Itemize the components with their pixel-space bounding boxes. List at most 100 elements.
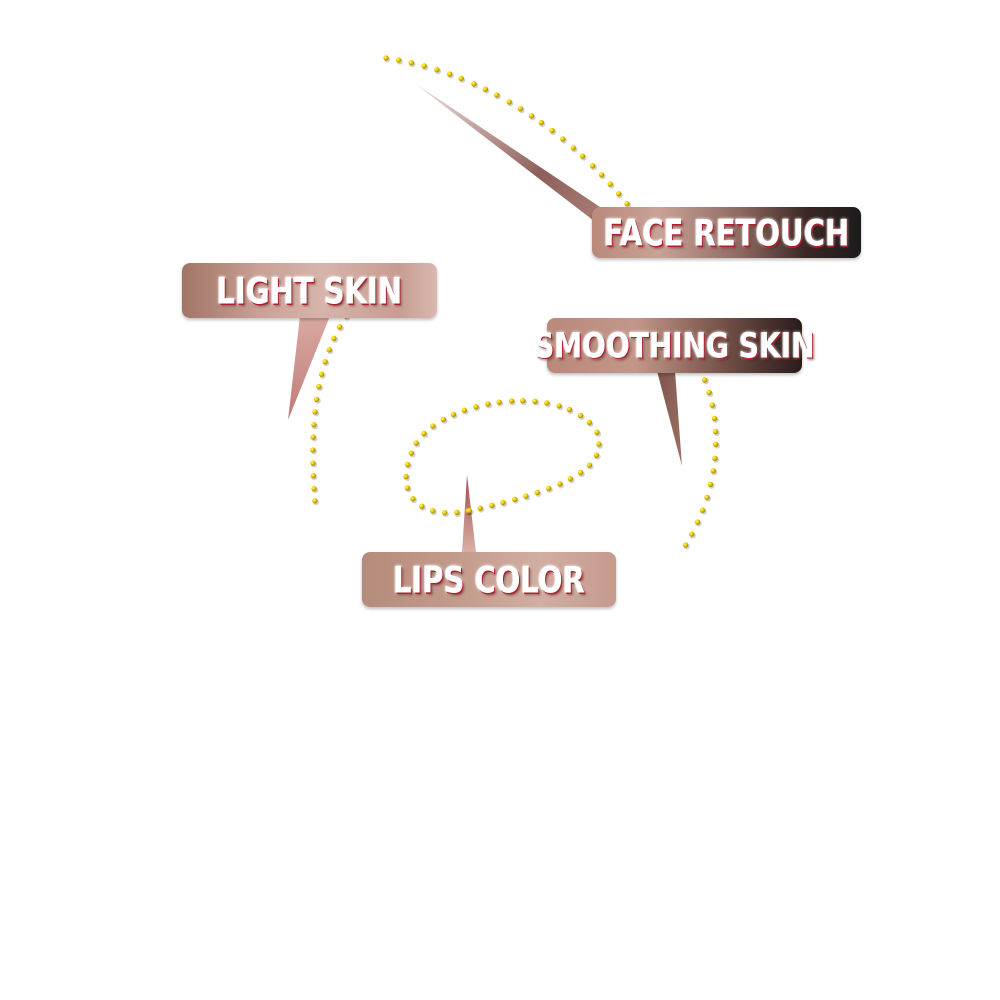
contour-dot — [534, 489, 540, 496]
contour-dot — [312, 409, 318, 415]
contour-dot — [557, 481, 563, 487]
face-retouch-pointer — [413, 82, 640, 224]
contour-dot — [326, 347, 332, 353]
contour-dot — [699, 507, 706, 513]
contour-dot — [471, 81, 477, 87]
contour-dot — [594, 429, 600, 436]
contour-dot — [311, 422, 317, 428]
light-skin-badge: LIGHT SKIN — [182, 263, 437, 318]
contour-dot — [477, 505, 483, 511]
lips-contour-dotted-path — [403, 398, 604, 518]
lips-color-pointer — [462, 475, 476, 553]
contour-dot — [310, 460, 316, 466]
smoothing-skin-label: SMOOTHING SKIN — [534, 324, 815, 367]
contour-dot — [570, 145, 577, 151]
contour-dot — [556, 403, 562, 409]
contour-dot — [450, 411, 457, 418]
contour-dot — [336, 324, 343, 330]
face-retouch-badge: FACE RETOUCH — [592, 207, 861, 258]
contour-dot — [500, 499, 506, 506]
contour-dot — [313, 396, 320, 403]
contour-dot — [383, 55, 389, 61]
contour-dot — [579, 153, 586, 159]
smoothing-skin-badge: SMOOTHING SKIN — [534, 318, 815, 373]
contour-dot — [310, 447, 316, 453]
contour-dot — [311, 485, 317, 492]
contour-dot — [434, 67, 440, 73]
contour-dot — [421, 63, 427, 69]
contour-dot — [520, 398, 526, 404]
contour-dot — [461, 407, 468, 413]
contour-dot — [544, 400, 550, 406]
contour-dot — [496, 399, 502, 405]
face-contour-dotted-path — [383, 55, 632, 209]
jaw-contour-dotted-path — [682, 365, 720, 550]
contour-dot — [454, 509, 460, 516]
contour-dot — [316, 383, 322, 390]
contour-dot — [567, 476, 574, 482]
contour-dot — [440, 416, 447, 423]
contour-dot — [577, 412, 584, 419]
contour-dot — [489, 502, 495, 509]
contour-dot — [404, 461, 411, 468]
contour-dot — [466, 507, 473, 514]
contour-dot — [624, 201, 630, 207]
contour-dot — [430, 508, 436, 514]
contour-dot — [593, 452, 600, 458]
contour-dot — [615, 191, 622, 197]
contour-dot — [694, 519, 701, 525]
contour-dot — [441, 509, 448, 516]
contour-dot — [446, 71, 453, 77]
contour-dot — [430, 423, 436, 429]
smoothing-skin-pointer — [657, 371, 682, 466]
contour-dot — [395, 57, 402, 63]
contour-dot — [532, 398, 538, 404]
contour-dot — [710, 468, 716, 474]
contour-dot — [528, 113, 535, 119]
contour-dot — [598, 172, 605, 178]
light-skin-pointer — [288, 316, 330, 420]
contour-dot — [566, 406, 573, 413]
contour-dot — [706, 389, 712, 396]
lips-color-badge: LIPS COLOR — [362, 552, 616, 607]
contour-dot — [545, 485, 552, 492]
contour-dot — [682, 542, 689, 548]
contour-dot — [607, 181, 613, 187]
contour-dot — [707, 481, 714, 488]
contour-dot — [709, 402, 716, 408]
contour-dot — [712, 455, 718, 462]
contour-dot — [549, 127, 555, 134]
contour-dot — [404, 485, 411, 491]
contour-dot — [421, 430, 427, 437]
contour-dot — [702, 377, 708, 383]
lips-color-label: LIPS COLOR — [393, 558, 585, 601]
contour-dot — [586, 419, 593, 426]
contour-dot — [589, 163, 596, 169]
contour-dot — [318, 371, 325, 377]
contour-dot — [322, 359, 328, 365]
contour-dot — [494, 92, 500, 98]
contour-dot — [512, 496, 518, 503]
contour-dot — [403, 473, 409, 480]
cheek-contour-dotted-path — [310, 313, 351, 506]
contour-dot — [523, 493, 529, 499]
contour-dot — [485, 401, 491, 407]
contour-dot — [413, 440, 419, 446]
contour-dot — [712, 428, 719, 435]
face-retouch-label: FACE RETOUCH — [603, 211, 850, 254]
contour-dot — [482, 86, 489, 92]
contour-dot — [408, 450, 415, 456]
contour-dot — [577, 469, 584, 476]
contour-dot — [506, 99, 512, 105]
contour-dot — [711, 415, 718, 422]
contour-dot — [408, 60, 415, 66]
contour-dot — [331, 335, 337, 342]
contour-dot — [689, 531, 695, 537]
contour-dot — [508, 398, 515, 404]
light-skin-label: LIGHT SKIN — [216, 269, 403, 312]
contour-dot — [517, 105, 524, 112]
contour-dot — [704, 494, 710, 500]
contour-dot — [419, 503, 425, 510]
contour-dot — [473, 404, 479, 410]
